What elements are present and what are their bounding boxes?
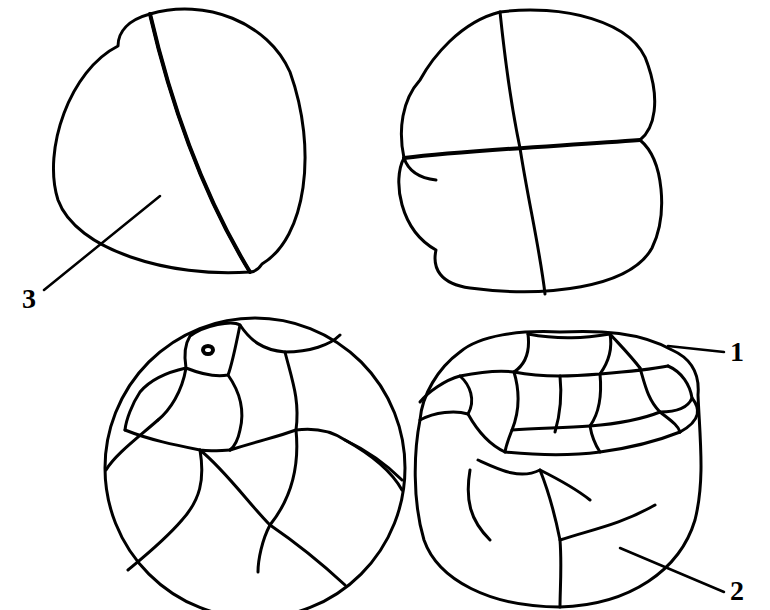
callout-number: 3 [22, 285, 36, 313]
callout-number: 1 [730, 338, 744, 366]
callout-number: 2 [730, 577, 744, 605]
